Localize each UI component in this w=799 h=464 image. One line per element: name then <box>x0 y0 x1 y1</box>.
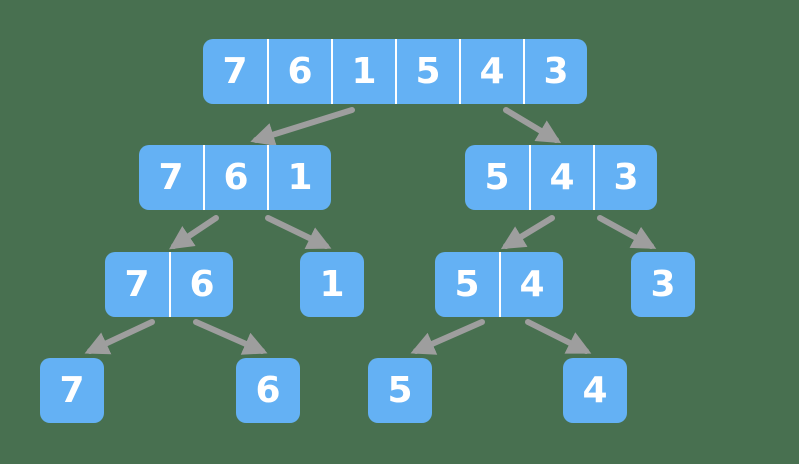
array-cell: 6 <box>267 39 331 104</box>
split-arrow <box>410 319 485 355</box>
node-7: 7 <box>40 358 104 423</box>
node-76: 7 6 <box>105 252 233 317</box>
split-arrow <box>597 215 657 249</box>
split-arrow <box>250 107 355 147</box>
split-arrow <box>525 319 592 354</box>
array-cell: 1 <box>267 145 331 210</box>
node-5: 5 <box>368 358 432 423</box>
split-arrow <box>84 319 155 355</box>
node-4: 4 <box>563 358 627 423</box>
node-6: 6 <box>236 358 300 423</box>
split-arrow <box>503 107 562 144</box>
array-cell: 5 <box>454 263 480 305</box>
node-1: 1 <box>300 252 364 317</box>
array-cell: 6 <box>203 145 267 210</box>
array-cell: 7 <box>158 156 184 198</box>
array-cell: 3 <box>523 39 587 104</box>
array-cell: 4 <box>459 39 523 104</box>
split-arrow <box>169 215 219 250</box>
array-cell: 4 <box>582 369 608 411</box>
split-arrow <box>193 319 268 355</box>
array-cell: 6 <box>255 369 281 411</box>
array-cell: 3 <box>650 263 676 305</box>
array-cell: 5 <box>484 156 510 198</box>
node-761543: 7 6 1 5 4 3 <box>203 39 587 104</box>
array-cell: 1 <box>319 263 345 305</box>
array-cell: 5 <box>395 39 459 104</box>
split-arrow <box>500 215 555 250</box>
array-cell: 7 <box>59 369 85 411</box>
array-cell: 4 <box>499 252 563 317</box>
node-543: 5 4 3 <box>465 145 657 210</box>
split-arrow <box>265 215 332 249</box>
array-cell: 3 <box>593 145 657 210</box>
array-cell: 1 <box>331 39 395 104</box>
array-cell: 6 <box>169 252 233 317</box>
array-cell: 7 <box>222 50 248 92</box>
array-cell: 5 <box>387 369 413 411</box>
node-54: 5 4 <box>435 252 563 317</box>
node-3: 3 <box>631 252 695 317</box>
array-cell: 4 <box>529 145 593 210</box>
array-cell: 7 <box>124 263 150 305</box>
node-761: 7 6 1 <box>139 145 331 210</box>
